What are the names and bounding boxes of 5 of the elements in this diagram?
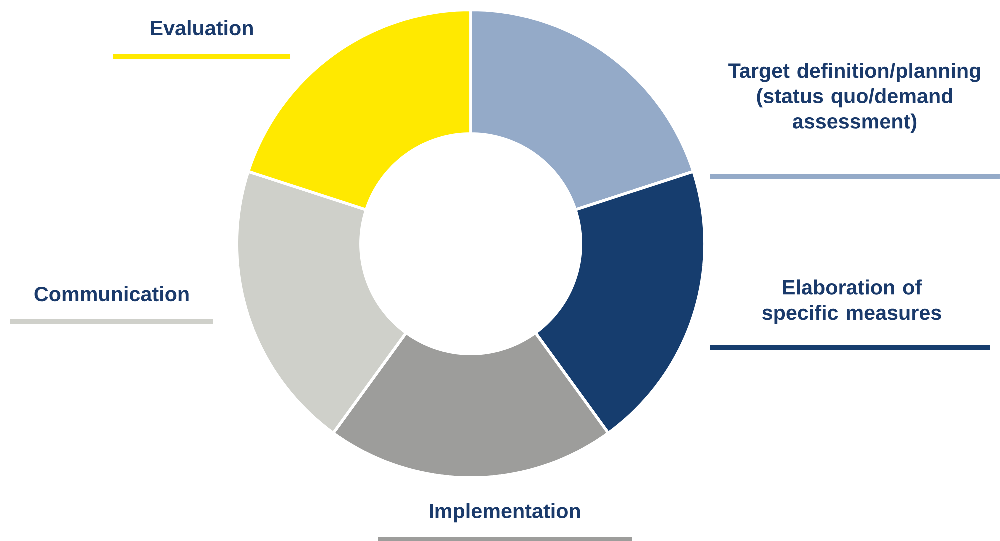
- segment-label: Implementation: [430, 503, 580, 523]
- segment-label: Evaluation: [151, 20, 253, 36]
- segment-label: Target definition/planning (status quo/demand assessment): [728, 63, 980, 133]
- segment-label: Communication: [34, 286, 189, 302]
- segment-label: Elaboration of specific measures: [762, 280, 942, 324]
